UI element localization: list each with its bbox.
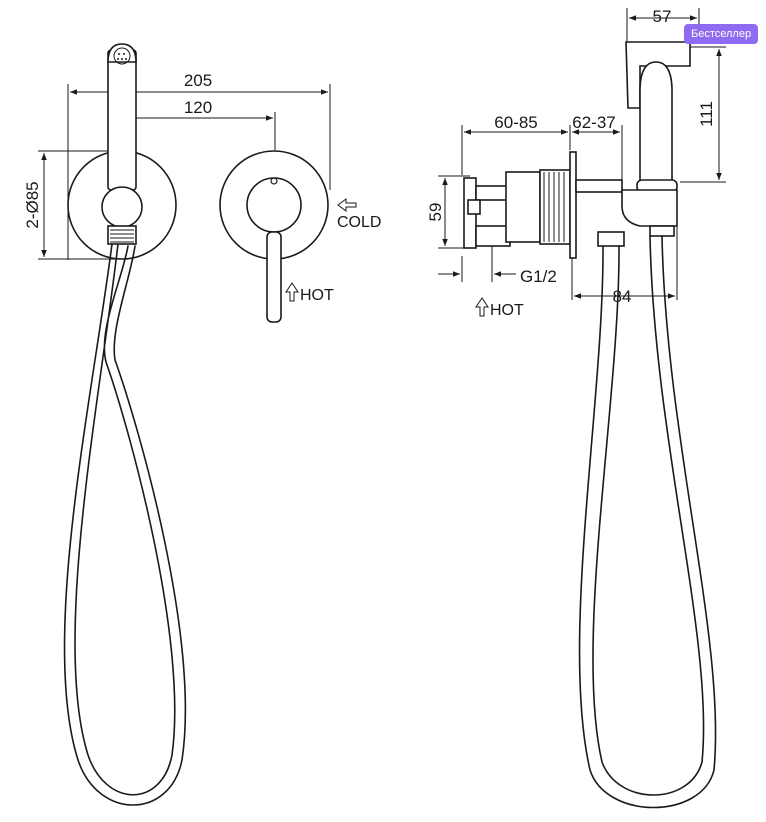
side-view: 57 111 60-85 62-37 59 [426, 7, 726, 809]
hose-connector-nut [107, 225, 137, 245]
side-hose-nut [597, 231, 625, 247]
dim-59-text: 59 [426, 203, 445, 222]
dimension-59: 59 [426, 175, 470, 249]
cold-arrow-icon [337, 198, 357, 212]
mixer-indicator [270, 177, 278, 185]
side-hot-label-group: HOT [475, 297, 524, 319]
rear-pipe-bottom [475, 225, 511, 247]
cartridge-ribs [543, 172, 565, 242]
side-shower-nut [649, 225, 675, 237]
side-holder-body [621, 189, 678, 227]
hot-label: HOT [300, 287, 334, 304]
hot-label-group: HOT [285, 282, 334, 304]
front-hose-inner [74, 243, 176, 796]
nut-knurling [110, 229, 134, 243]
front-hose-outer [63, 243, 187, 806]
front-view: 205 120 2-Ø85 [23, 43, 381, 806]
cold-label-group: COLD [337, 198, 381, 231]
valve-body [505, 171, 541, 243]
side-hose-inner [592, 235, 705, 796]
wall-plate [569, 151, 577, 259]
hand-shower-body [107, 49, 137, 191]
mixer-knob [246, 177, 302, 233]
side-hot-arrow-icon [475, 297, 489, 317]
dim-111-text: 111 [697, 101, 716, 127]
shower-holder [101, 186, 143, 228]
dimension-60-85: 60-85 [461, 113, 571, 175]
dim-120-text: 120 [184, 98, 212, 117]
outlet-spout [575, 179, 623, 193]
rear-plug [467, 199, 481, 215]
side-hose-outer [578, 235, 717, 809]
dimension-62-37: 62-37 [572, 113, 623, 180]
mixer-lever [266, 231, 282, 323]
dimension-g12: G1/2 [438, 230, 557, 286]
dim-g12-text: G1/2 [520, 267, 557, 286]
shower-nozzle-icon [113, 47, 131, 65]
dimension-111: 111 [680, 46, 726, 183]
side-hand-shower [639, 61, 673, 187]
hand-shower-head [107, 43, 137, 63]
bestseller-badge[interactable]: Бестселлер [684, 24, 759, 44]
dim-57-text: 57 [653, 7, 672, 26]
side-hot-label: HOT [490, 302, 524, 319]
dim-205-text: 205 [184, 71, 212, 90]
hot-arrow-icon [285, 282, 299, 302]
dimension-120: 120 [121, 98, 276, 160]
dim-84-text: 84 [613, 287, 632, 306]
dim-diameter-text: 2-Ø85 [23, 181, 42, 228]
rear-pipe-top [475, 185, 511, 201]
dim-62-37-text: 62-37 [572, 113, 615, 132]
dim-60-85-text: 60-85 [494, 113, 537, 132]
cold-label: COLD [337, 214, 381, 231]
